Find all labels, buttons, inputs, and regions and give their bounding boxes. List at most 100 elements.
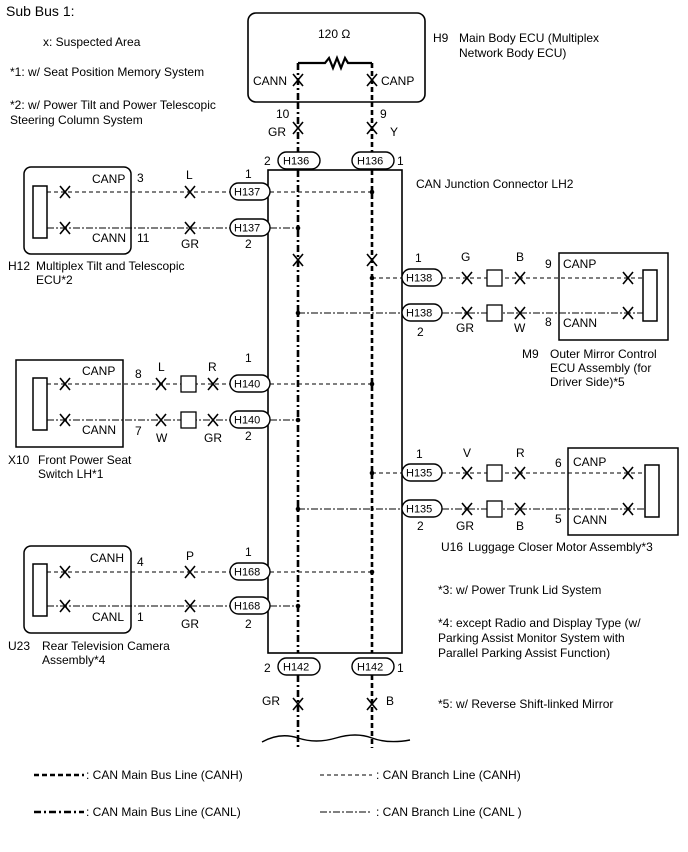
h168-pin-1: 1 [245,545,252,559]
splice-point [369,569,375,575]
h142-pin-1: 1 [397,661,404,675]
u23-canl-label: CANL [92,610,124,624]
m9-pin-9: 9 [545,257,552,271]
suspect-x-mark [514,271,526,285]
u16-terminal [644,464,660,518]
h137-pin-1: 1 [245,167,252,181]
connector-h135-1-label: H135 [406,468,432,480]
m9-name2: ECU Assembly (for [550,361,651,375]
m9-ecu-box [558,252,669,341]
m9-name1: Outer Mirror Control [550,347,657,361]
h135-pin-2: 2 [417,519,424,533]
h142-pin-2: 2 [264,661,271,675]
splice-point [369,189,375,195]
h12-wire-gr: GR [181,237,199,251]
h12-canp-label: CANP [92,172,125,186]
h12-name2: ECU*2 [36,273,73,287]
connector-h140-1-label: H140 [234,379,260,391]
connector-h138-2-label: H138 [406,308,432,320]
x10-cann-label: CANN [82,423,116,437]
x10-wire-l: L [158,360,165,374]
suspect-x-mark [184,565,196,579]
connector-h136-right [351,151,395,170]
main-body-ecu-box [247,12,426,103]
u16-wire-v: V [463,446,471,460]
note-4-line2: Parking Assist Monitor System with [438,631,625,645]
m9-wire-b: B [516,250,524,264]
cut-line [261,734,411,743]
note-4-line1: *4: except Radio and Display Type (w/ [438,616,641,630]
splice-point [295,506,301,512]
u23-camera-box [23,545,132,634]
x10-switch-box [15,359,124,448]
diagram-title: Sub Bus 1: [6,3,75,19]
resistor-symbol [298,55,372,71]
m9-wire-gr: GR [456,321,474,335]
pin-9: 9 [380,107,387,121]
splice-point [369,470,375,476]
ecu-main-code: H9 [433,31,449,45]
x10-wire-gr: GR [204,431,222,445]
u16-code: U16 [441,540,463,554]
connector-h135-2-label: H135 [406,504,432,516]
h12-terminal [32,185,48,239]
ecu-main-name2: Network Body ECU) [459,46,566,60]
connector-h136-left [277,151,321,170]
h136-pin-1: 1 [397,154,404,168]
connector-h136-right-label: H136 [357,156,383,168]
junction-block [486,464,503,482]
legend-main-canl: : CAN Main Bus Line (CANL) [86,805,241,819]
splice-point [295,310,301,316]
m9-pin-8: 8 [545,315,552,329]
x10-code: X10 [8,453,30,467]
connector-h168-1-label: H168 [234,567,260,579]
h137-pin-2: 2 [245,237,252,251]
can-junction-connector-box [267,169,403,654]
u23-name2: Assembly*4 [42,653,106,667]
u23-canh-label: CANH [90,551,124,565]
h12-pin-3: 3 [137,171,144,185]
junction-name: CAN Junction Connector LH2 [416,177,574,191]
connector-h137-1-label: H137 [234,187,260,199]
x10-canp-label: CANP [82,364,115,378]
u16-cann-label: CANN [573,513,607,527]
pin-10: 10 [276,107,290,121]
h12-wire-l: L [186,168,193,182]
connector-h137-2-label: H137 [234,223,260,235]
note-2-line1: *2: w/ Power Tilt and Power Telescopic [10,98,216,112]
u16-name1: Luggage Closer Motor Assembly*3 [468,540,653,554]
h12-cann-label: CANN [92,231,126,245]
splice-point [369,381,375,387]
wire-gr-bottom: GR [262,694,280,708]
u16-pin-6: 6 [555,456,562,470]
note-4-line3: Parallel Parking Assist Function) [438,646,610,660]
connector-h142-right-label: H142 [357,662,383,674]
m9-code: M9 [522,347,539,361]
x10-wire-r: R [208,360,217,374]
splice-point [295,603,301,609]
m9-name3: Driver Side)*5 [550,375,625,389]
suspect-x-mark [366,121,378,135]
junction-block [180,375,197,393]
h12-ecu-box [23,166,132,255]
note-5: *5: w/ Reverse Shift-linked Mirror [438,697,613,711]
note-2-line2: Steering Column System [10,113,143,127]
u23-terminal [32,563,48,617]
x10-name1: Front Power Seat [38,453,132,467]
u23-wire-gr: GR [181,617,199,631]
wire-gr-top: GR [268,125,286,139]
ecu-main-name1: Main Body ECU (Multiplex [459,31,599,45]
m9-canp-label: CANP [563,257,596,271]
h135-pin-1: 1 [416,447,423,461]
legend-branch-canh: : CAN Branch Line (CANH) [376,768,521,782]
u16-wire-r: R [516,446,525,460]
h138-pin-1: 1 [415,251,422,265]
resistor-label: 120 Ω [318,27,350,41]
h136-pin-2: 2 [264,154,271,168]
m9-cann-label: CANN [563,316,597,330]
x10-name2: Switch LH*1 [38,467,104,481]
m9-terminal [642,269,658,322]
u16-canp-label: CANP [573,455,606,469]
splice-point [295,225,301,231]
